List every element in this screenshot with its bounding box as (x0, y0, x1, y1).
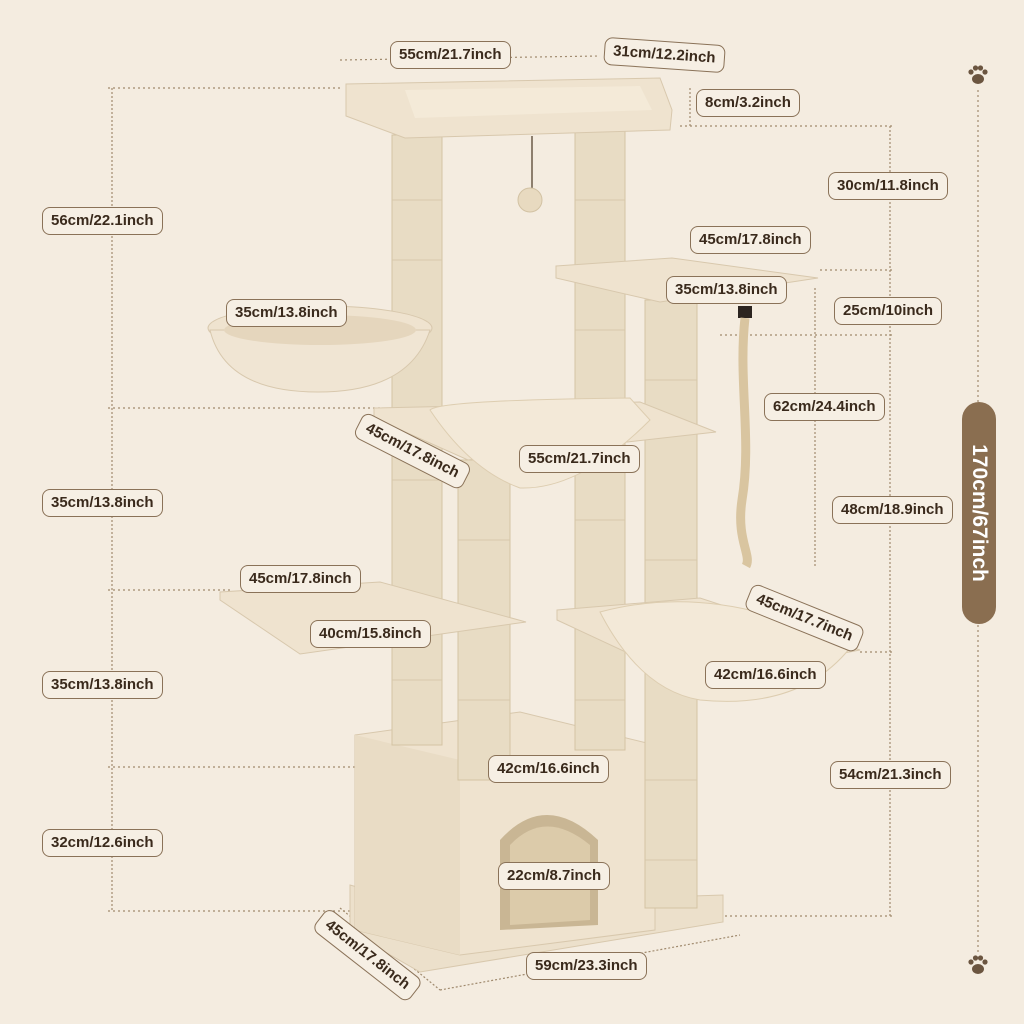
left-height-4-label: 32cm/12.6inch (42, 829, 163, 857)
right-height-1-label: 30cm/11.8inch (828, 172, 948, 200)
right-height-2-label: 25cm/10inch (834, 297, 943, 325)
right-height-4-label: 54cm/21.3inch (830, 761, 951, 789)
total-height-label: 170cm/67inch (968, 444, 991, 582)
upper-right-platform-depth-label: 35cm/13.8inch (666, 276, 787, 304)
left-height-1-label: 56cm/22.1inch (42, 207, 163, 235)
right-basket-width-label: 42cm/16.6inch (705, 661, 826, 689)
right-height-3-label: 48cm/18.9inch (832, 496, 953, 524)
left-height-3-label: 35cm/13.8inch (42, 671, 163, 699)
left-height-2-label: 35cm/13.8inch (42, 489, 163, 517)
paw-icon (968, 65, 988, 84)
top-width-label: 55cm/21.7inch (390, 41, 511, 69)
upper-right-platform-width-label: 45cm/17.8inch (690, 226, 811, 254)
mid-hammock-width-label: 55cm/21.7inch (519, 445, 640, 473)
total-height-badge: 170cm/67inch (962, 402, 996, 624)
sisal-texture (392, 199, 697, 861)
base-width-label: 59cm/23.3inch (526, 952, 647, 980)
door-width-label: 22cm/8.7inch (498, 862, 611, 890)
top-rim-label: 8cm/3.2inch (696, 89, 800, 117)
paw-icon (968, 955, 988, 974)
left-platform-width-label: 45cm/17.8inch (240, 565, 361, 593)
rope-length-label: 62cm/24.4inch (764, 393, 885, 421)
left-basket-diameter-label: 35cm/13.8inch (226, 299, 347, 327)
left-platform-depth-label: 40cm/15.8inch (310, 620, 431, 648)
condo-width-label: 42cm/16.6inch (488, 755, 609, 783)
top-perch (345, 77, 673, 213)
